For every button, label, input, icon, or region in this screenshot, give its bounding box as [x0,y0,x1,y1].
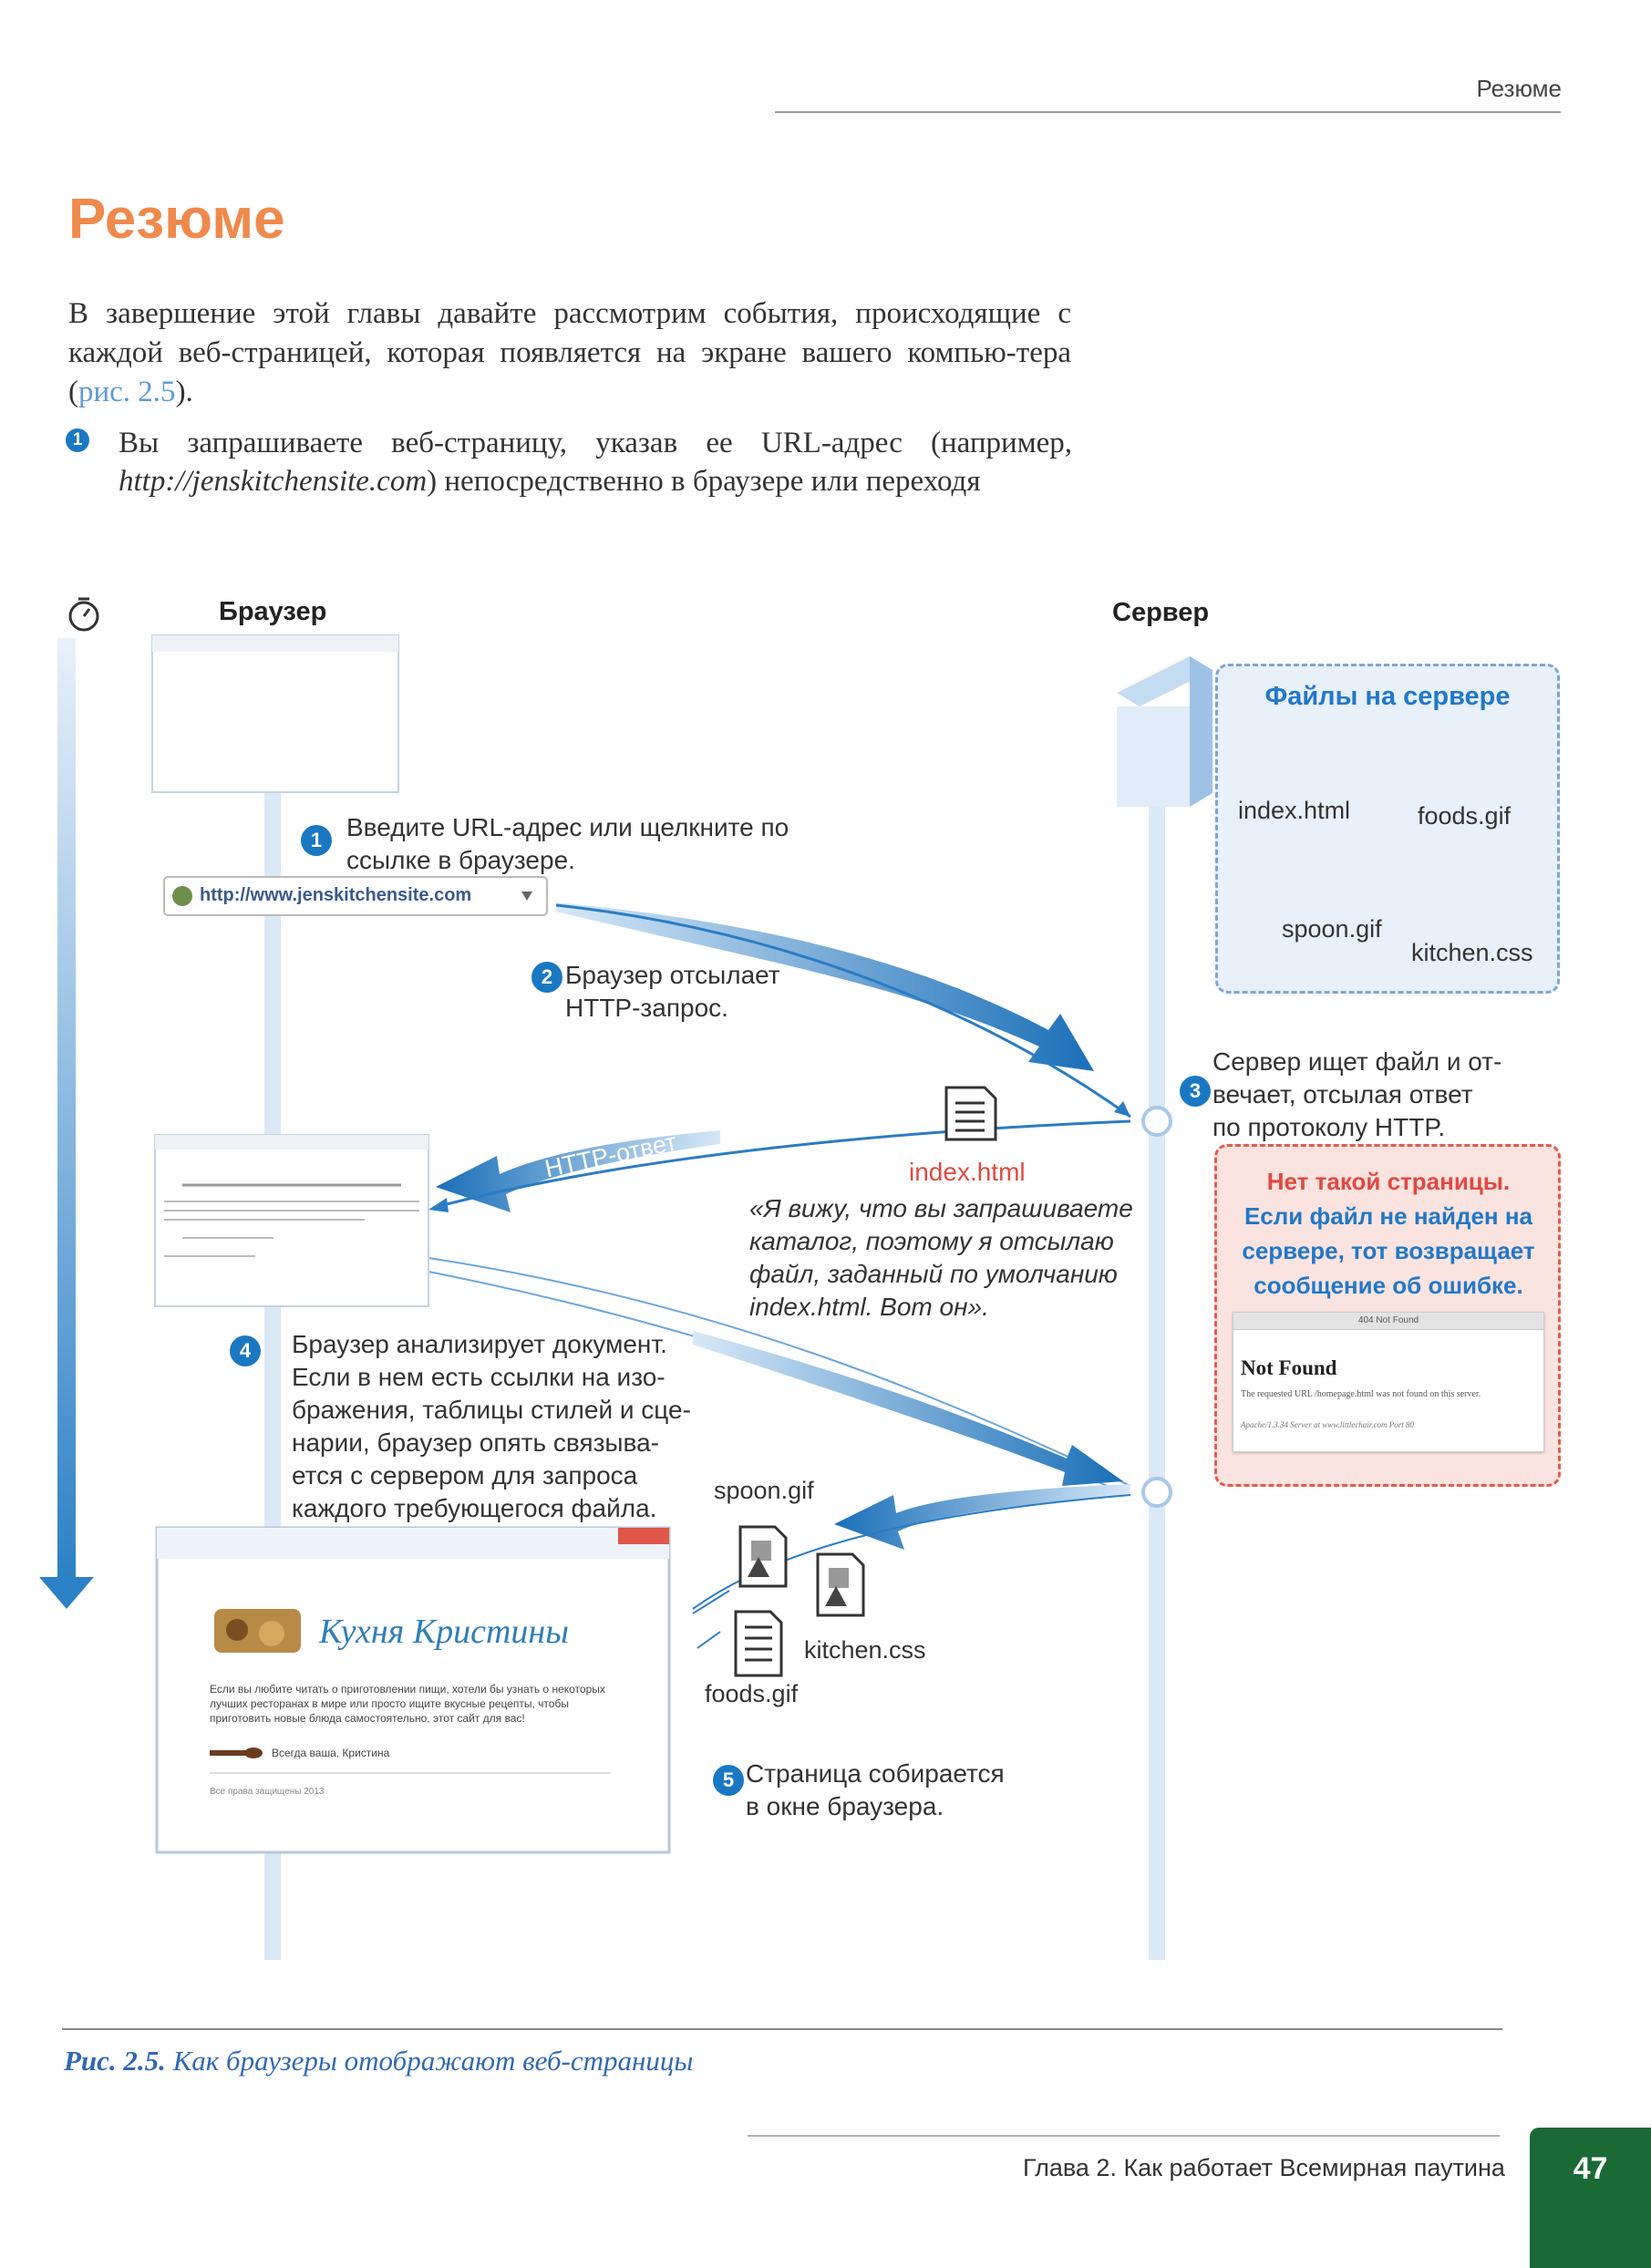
not-found-footer: Apache/1.3.34 Server at www.littlechair.… [1241,1420,1414,1429]
not-found-heading: Not Found [1241,1356,1336,1380]
page-number-tab [1530,2128,1651,2268]
empty-browser-window [152,635,398,792]
files-response-arrow [834,1484,1130,1550]
server-node-1 [1143,1108,1171,1135]
step1-badge: 1 [301,825,332,856]
url-bar-text[interactable]: http://www.jenskitchensite.com [200,885,471,906]
returned-spoon-icon [740,1527,786,1586]
response-file-name: index.html [909,1158,1026,1187]
step5-badge: 5 [713,1765,744,1796]
footer-rule [748,2135,1500,2137]
final-page-footer: Все права защищены 2013 [210,1785,324,1799]
step2-badge: 2 [531,962,562,993]
step4-caption: Браузер анализирует документ. Если в нем… [292,1328,691,1525]
files-arrow-tail-2 [697,1632,720,1648]
step2-caption: Браузер отсылает HTTP-запрос. [565,959,780,1025]
step2-line1: Браузер отсылает [565,959,780,992]
server-icon [1117,656,1212,807]
browser-column-label: Браузер [219,597,326,627]
server-file-kitchen: kitchen.css [1411,939,1533,967]
response-file-icon [946,1088,996,1139]
step4-line5: ется с сервером для запроса [292,1459,691,1492]
chapter-footer: Глава 2. Как работает Всемирная паутина [1023,2154,1505,2182]
error-description: Нет такой страницы. Если файл не найден … [1222,1164,1555,1303]
step4-line6: каждого требующегося файла. [292,1492,691,1525]
parsed-document-window [155,1135,428,1306]
step1-line2: ссылке в браузере. [346,844,789,877]
server-file-index: index.html [1238,797,1350,825]
quote-line3: файл, заданный по умолчанию [749,1258,1133,1291]
step4-badge: 4 [230,1335,261,1366]
page-number: 47 [1530,2151,1651,2187]
final-page-title: Кухня Кристины [319,1612,569,1652]
step5-line1: Страница собирается [746,1758,1005,1790]
step3-line1: Сервер ищет файл и от- [1212,1046,1501,1078]
step4-line1: Браузер анализирует документ. [292,1328,691,1361]
final-page-body: Если вы любите читать о приготовлении пи… [210,1682,611,1726]
server-files-title: Файлы на сервере [1215,682,1560,712]
server-lifeline [1149,802,1165,1960]
step5-line2: в окне браузера. [746,1790,1005,1823]
files-arrow-tail-1 [693,1591,729,1613]
step3-badge: 3 [1180,1076,1211,1107]
not-found-message: The requested URL /homepage.html was not… [1241,1389,1481,1399]
quote-line4: index.html. Вот он». [749,1291,1133,1324]
step4-line2: Если в нем есть ссылки на изо- [292,1361,691,1394]
step4-line4: нарии, браузер опять связыва- [292,1427,691,1459]
step1-line1: Введите URL-адрес или щелкните по [346,811,789,844]
figure-rule [62,2028,1502,2030]
figure-caption-text: Как браузеры отображают веб-страницы [166,2045,693,2077]
returned-foods-icon [818,1554,863,1615]
returned-file-spoon: spoon.gif [714,1477,814,1505]
returned-file-kitchen: kitchen.css [804,1636,926,1665]
step5-caption: Страница собирается в окне браузера. [746,1758,1005,1823]
server-file-foods: foods.gif [1418,802,1511,830]
error-line4: сообщение об ошибке. [1222,1268,1555,1303]
final-page-signature: Всегда ваша, Кристина [272,1746,389,1760]
server-quote: «Я вижу, что вы запрашиваете каталог, по… [749,1192,1133,1324]
error-line3: сервере, тот возвращает [1222,1233,1555,1268]
timeline-arrow [39,638,94,1609]
quote-line2: каталог, поэтому я отсылаю [749,1225,1133,1258]
response-line-head [428,1198,449,1212]
quote-line1: «Я вижу, что вы запрашиваете [749,1192,1133,1225]
step3-line3: по протоколу HTTP. [1212,1111,1501,1144]
request-line-head [1114,1101,1130,1117]
error-line1: Нет такой страницы. [1222,1164,1555,1199]
figure-caption: Рис. 2.5. Как браузеры отображают веб-ст… [64,2045,693,2077]
step4-line3: бражения, таблицы стилей и сце- [292,1394,691,1427]
stopwatch-icon [70,599,98,630]
step3-line2: вечает, отсылая ответ [1212,1078,1501,1111]
followup-request-arrow [693,1331,1123,1486]
figure-caption-label: Рис. 2.5. [64,2045,166,2077]
not-found-window-title: 404 Not Found [1233,1313,1543,1330]
server-column-label: Сервер [1112,598,1209,628]
returned-file-foods: foods.gif [705,1680,798,1708]
step2-line2: HTTP-запрос. [565,992,780,1025]
not-found-window: 404 Not Found Not Found The requested UR… [1233,1312,1544,1452]
error-line2: Если файл не найден на [1222,1199,1555,1233]
step1-caption: Введите URL-адрес или щелкните по ссылке… [346,811,789,877]
returned-kitchen-icon [736,1612,781,1675]
server-node-2 [1143,1479,1171,1506]
server-file-spoon: spoon.gif [1282,915,1382,943]
step3-caption: Сервер ищет файл и от- вечает, отсылая о… [1212,1046,1501,1144]
